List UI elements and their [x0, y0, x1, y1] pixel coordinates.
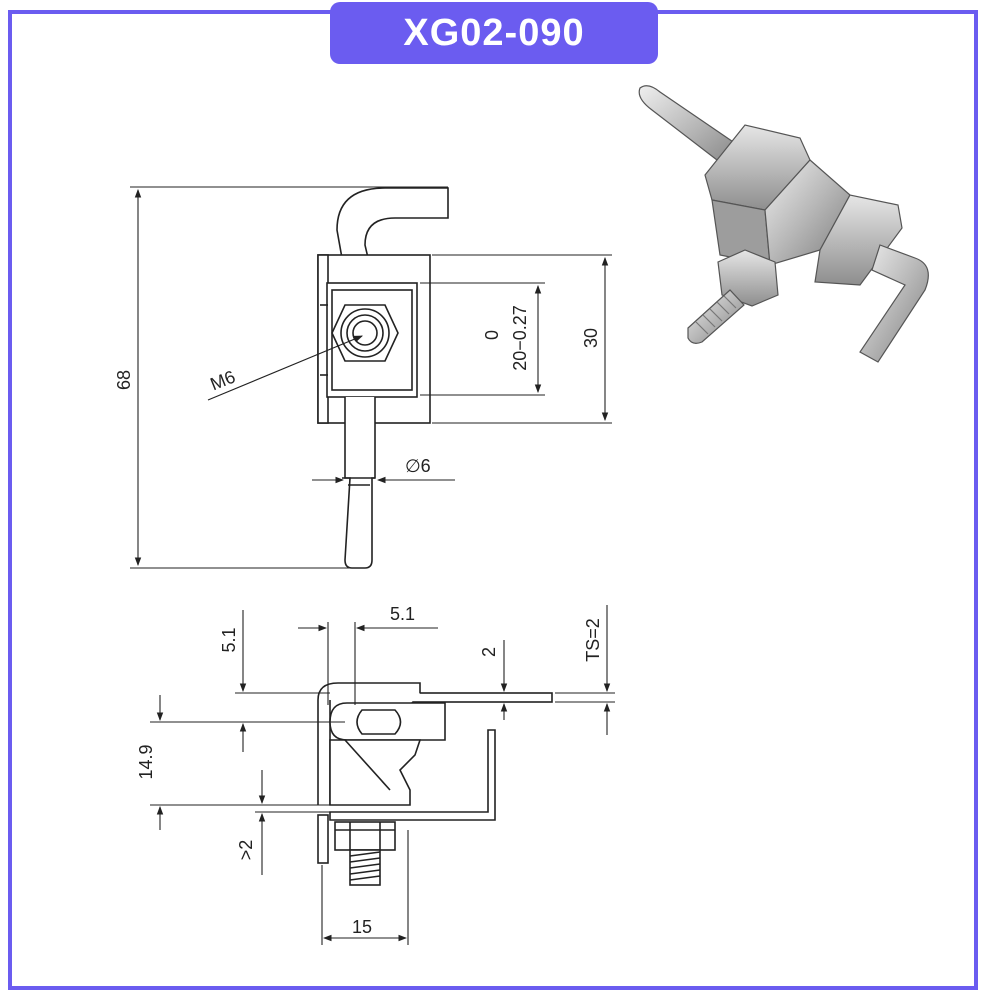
- dim-ts: TS=2: [583, 618, 603, 662]
- front-view-dimensions: [130, 186, 612, 569]
- dim-pin-offset-h: 5.1: [390, 604, 415, 624]
- dim-slot-range: 20−0.27: [510, 305, 530, 371]
- dim-slot-top: 0: [482, 330, 502, 340]
- model-title: XG02-090: [330, 2, 658, 64]
- dim-width: 15: [352, 917, 372, 937]
- dim-pin-offset-v: 5.1: [219, 627, 239, 652]
- dim-min-gap: >2: [236, 840, 256, 861]
- dim-height-total: 68: [114, 370, 134, 390]
- dim-height: 14.9: [136, 744, 156, 779]
- product-photo: [638, 85, 929, 363]
- side-view-dimensions: [150, 605, 615, 945]
- front-view: [317, 187, 449, 569]
- dim-body-height: 30: [581, 328, 601, 348]
- side-view-dimension-labels: 5.1 5.1 14.9 >2 2 TS=2 15: [136, 604, 603, 937]
- dim-thread: M6: [207, 366, 238, 394]
- side-view: [317, 682, 553, 886]
- dim-pin-diameter: ∅6: [405, 456, 431, 476]
- dim-plate-thickness: 2: [479, 647, 499, 657]
